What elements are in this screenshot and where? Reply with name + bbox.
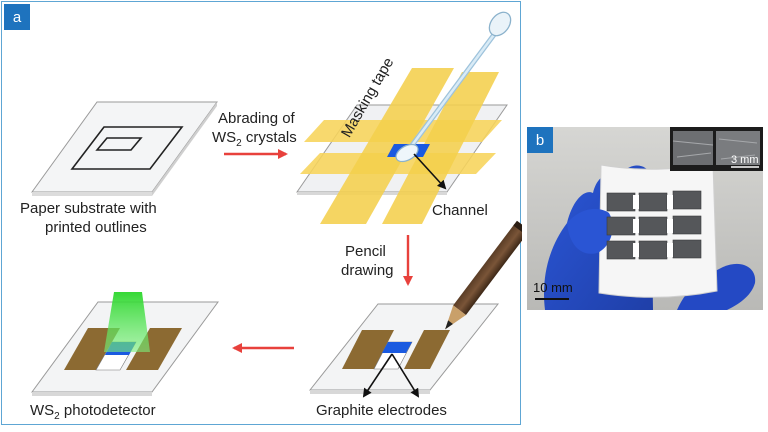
abrading-label-line2: WS2 crystals [212, 129, 297, 149]
substrate-label-line2: printed outlines [45, 219, 147, 236]
panel-b-tag: b [527, 127, 553, 153]
photodetector-label: WS2 photodetector [30, 402, 156, 422]
device-photo [527, 127, 763, 310]
pencil-label-line1: Pencil [345, 243, 386, 260]
panel-a: a [1, 1, 522, 425]
photodetector-step [31, 292, 219, 396]
inset-scale-label: 3 mm [731, 154, 759, 166]
panel-b: b 3 mm 10 mm [527, 127, 763, 310]
masking-tape-step [296, 11, 512, 224]
graphite-electrodes-step [308, 220, 522, 398]
panel-a-tag: a [4, 4, 30, 30]
pencil-label-line2: drawing [341, 262, 394, 279]
scale-bar-label: 10 mm [533, 280, 573, 295]
abrading-label-line1: Abrading of [218, 110, 295, 127]
panel-a-diagram [31, 11, 522, 398]
channel-label: Channel [432, 202, 488, 219]
electrodes-label: Graphite electrodes [316, 402, 447, 419]
paper-substrate [31, 101, 218, 196]
substrate-label-line1: Paper substrate with [20, 200, 157, 217]
